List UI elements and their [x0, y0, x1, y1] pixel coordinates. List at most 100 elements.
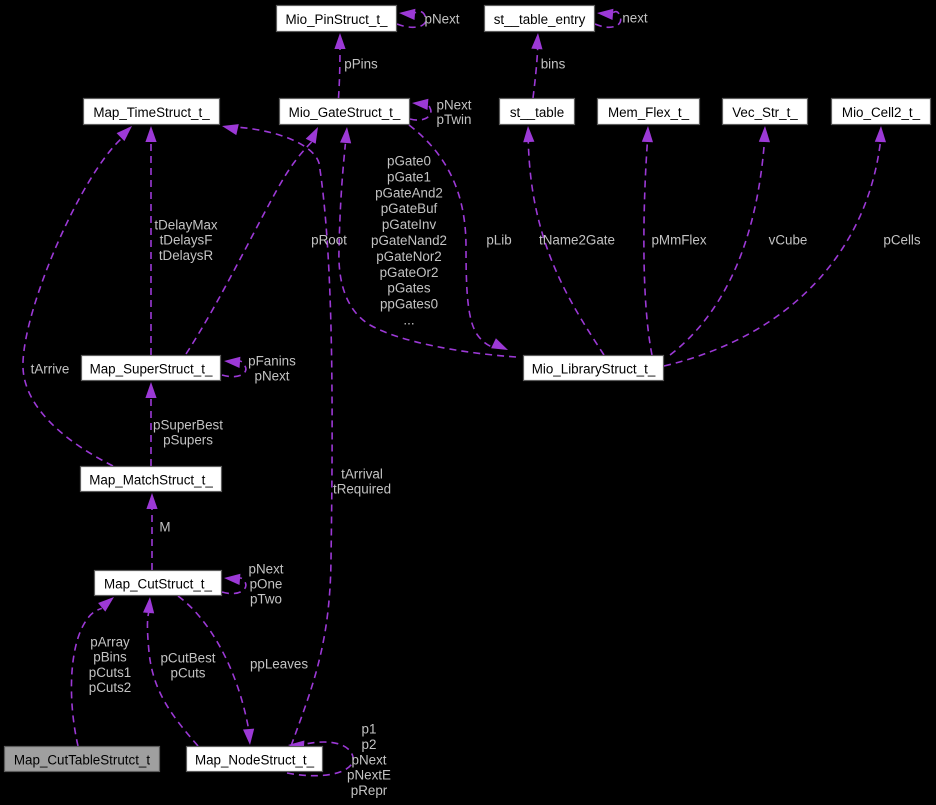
edge-label-vcube: vCube [769, 233, 808, 248]
edge-pnext-cut-loop [221, 577, 247, 595]
node-box-st-table[interactable] [498, 97, 576, 126]
arrowhead-next-loop [597, 8, 614, 20]
node-box-map-timestruct[interactable] [82, 97, 221, 126]
node-box-map-superstruct[interactable] [80, 354, 222, 382]
node-vec-str[interactable]: Vec_Str_t_ [721, 97, 809, 126]
node-label-map-superstruct: Map_SuperStruct_t_ [90, 362, 213, 377]
node-label-st-table-entry: st__table_entry [494, 12, 586, 27]
node-label-mio-gatestruct: Mio_GateStruct_t_ [289, 105, 401, 120]
edge-tarrive [22, 138, 122, 467]
node-map-timestruct[interactable]: Map_TimeStruct_t_ [82, 97, 221, 126]
edge-pmmflex [643, 141, 653, 356]
node-box-map-cutstruct[interactable] [93, 569, 223, 597]
node-map-cutstruct[interactable]: Map_CutStruct_t_ [93, 569, 223, 597]
edge-node-loop [286, 741, 354, 777]
node-map-superstruct[interactable]: Map_SuperStruct_t_ [80, 354, 222, 382]
arrowhead-parray [98, 597, 114, 612]
edge-pnext-pin-loop [396, 10, 427, 28]
arrowhead-psuperbest [145, 382, 157, 398]
edges-layer [22, 8, 886, 777]
node-label-vec-str: Vec_Str_t_ [732, 105, 798, 120]
arrowhead-pfanins-loop [224, 356, 241, 368]
node-label-mio-cell2: Mio_Cell2_t_ [842, 105, 921, 120]
node-mio-cell2[interactable]: Mio_Cell2_t_ [830, 97, 932, 126]
arrowhead-pmmflex [641, 126, 653, 143]
edge-vcube [669, 141, 766, 356]
node-box-st-table-entry[interactable] [483, 4, 596, 33]
node-box-map-cuttablestrutct [3, 745, 161, 773]
edge-label-ppins: pPins [344, 57, 378, 72]
node-label-st-table: st__table [510, 105, 564, 120]
edge-pcells [663, 141, 882, 367]
edge-label-plib: pLib [486, 233, 511, 248]
node-st-table-entry[interactable]: st__table_entry [483, 4, 596, 33]
arrowhead-tdelays [145, 126, 157, 142]
arrowhead-proot [305, 127, 318, 144]
node-mem-flex[interactable]: Mem_Flex_t_ [596, 97, 701, 126]
edge-label-pmmflex: pMmFlex [651, 233, 706, 248]
arrowhead-bins [531, 33, 543, 50]
node-mio-gatestruct[interactable]: Mio_GateStruct_t_ [278, 97, 411, 126]
edge-pcutbest [146, 612, 199, 747]
edge-label-tname2gate: tName2Gate [539, 233, 615, 248]
edge-label-pcells: pCells [883, 233, 921, 248]
node-label-mio-pinstruct: Mio_PinStruct_t_ [286, 12, 389, 27]
edge-label-tarrive: tArrive [31, 362, 70, 377]
arrowhead-pnext-pin-loop [399, 8, 416, 20]
node-label-map-matchstruct: Map_MatchStruct_t_ [89, 473, 213, 488]
arrowhead-tname2gate [523, 126, 535, 143]
node-label-mio-librarystruct: Mio_LibraryStruct_t_ [532, 362, 656, 377]
node-box-mio-librarystruct[interactable] [522, 354, 665, 382]
node-map-matchstruct[interactable]: Map_MatchStruct_t_ [79, 465, 223, 493]
node-box-mio-pinstruct[interactable] [275, 4, 398, 33]
node-box-mio-gatestruct[interactable] [278, 97, 411, 126]
edge-label-pnext-pin: pNext [425, 12, 460, 27]
node-st-table[interactable]: st__table [498, 97, 576, 126]
edge-ppins [337, 48, 341, 99]
arrowhead-pcutbest [143, 597, 155, 614]
node-box-map-matchstruct[interactable] [79, 465, 223, 493]
edge-label-next: next [622, 11, 648, 26]
edge-plib [408, 124, 494, 349]
node-box-vec-str[interactable] [721, 97, 809, 126]
arrowhead-plib [491, 338, 508, 350]
edge-label-proot: pRoot [311, 233, 347, 248]
edge-pgates [338, 143, 517, 358]
edge-bins [532, 48, 539, 99]
node-label-map-cutstruct: Map_CutStruct_t_ [104, 577, 212, 592]
arrowhead-pcells [874, 126, 886, 143]
node-label-map-timestruct: Map_TimeStruct_t_ [93, 105, 210, 120]
node-map-cuttablestrutct: Map_CutTableStrutct_t [3, 745, 161, 773]
edge-ppleaves [177, 595, 250, 730]
node-map-nodestruct[interactable]: Map_NodeStruct_t_ [185, 745, 324, 773]
edge-label-ppleaves: ppLeaves [250, 657, 308, 672]
node-label-map-cuttablestrutct: Map_CutTableStrutct_t [14, 753, 150, 768]
node-box-mem-flex[interactable] [596, 97, 701, 126]
arrowhead-tarrive [116, 126, 132, 142]
node-label-mem-flex: Mem_Flex_t_ [608, 105, 690, 120]
arrowhead-vcube [758, 126, 770, 143]
edge-label-m: M [159, 520, 170, 535]
node-mio-pinstruct[interactable]: Mio_PinStruct_t_ [275, 4, 398, 33]
arrowhead-ppins [334, 33, 346, 49]
node-mio-librarystruct[interactable]: Mio_LibraryStruct_t_ [522, 354, 665, 382]
arrowhead-pnext-cut-loop [224, 573, 241, 585]
edge-tarrival-trequired [237, 126, 333, 747]
node-box-map-nodestruct[interactable] [185, 745, 324, 773]
node-box-mio-cell2[interactable] [830, 97, 932, 126]
edge-proot [185, 141, 313, 355]
arrowhead-pgates [340, 127, 352, 144]
arrowhead-pnext-ptwin-loop [412, 98, 429, 110]
arrowhead-m [146, 493, 158, 509]
